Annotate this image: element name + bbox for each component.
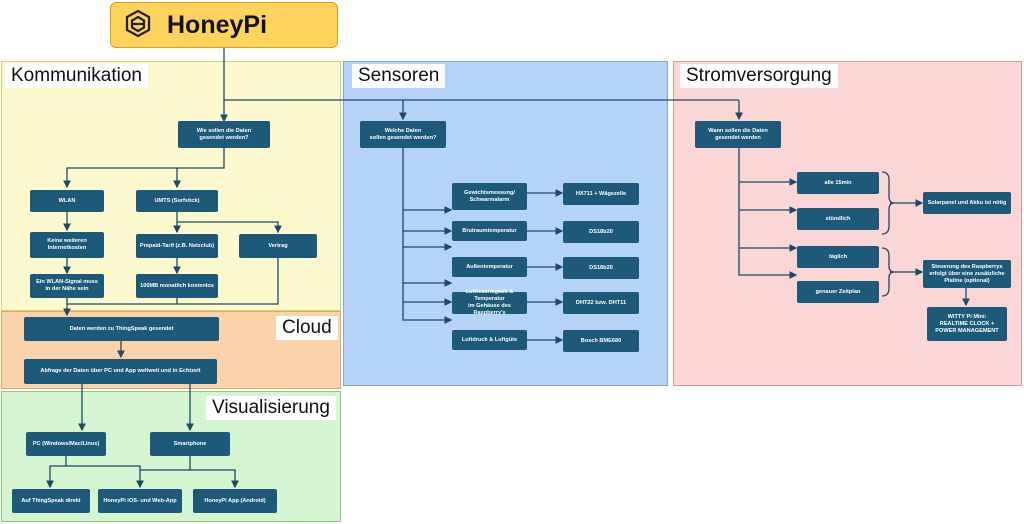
thingspeak-node: Daten werden zu ThingSpeak gesendet	[24, 317, 219, 341]
pc-node: PC (Windows/Mac/Linux)	[26, 432, 106, 456]
region-title-kommunikation: Kommunikation	[5, 64, 148, 88]
luftdruck-node: Luftdruck & Luftgüte	[452, 330, 527, 350]
min15-node: alle 15min	[797, 172, 879, 194]
wlan-node: WLAN	[30, 190, 104, 212]
umts-node: UMTS (Surfstick)	[136, 190, 218, 212]
ios-web-node: HoneyPi iOS- und Web-App	[98, 489, 182, 513]
region-title-stromversorgung: Stromversorgung	[680, 64, 838, 88]
taeglich-node: täglich	[797, 246, 879, 268]
gewicht-node: Gewichtsmessung/ Schwarmalarm	[452, 183, 527, 210]
dht-node: DHT22 bzw. DHT11	[563, 292, 639, 314]
bosch-node: Bosch BME680	[563, 330, 639, 352]
solar-node: Solarpanel und Akku ist nötig	[923, 192, 1011, 214]
steuerung-node: Steuerung des Raspberrys erfolgt über ei…	[923, 260, 1011, 288]
sensor-question-node: Welche Daten sollen gesendet werden?	[360, 121, 446, 148]
region-title-cloud: Cloud	[276, 316, 338, 340]
ts-direkt-node: Auf ThingSpeak direkt	[12, 489, 90, 513]
ds18b20-node-2: DS18b20	[563, 257, 639, 279]
stuendlich-node: stündlich	[797, 208, 879, 230]
honeypi-title: HoneyPi	[167, 10, 268, 39]
abfrage-node: Abfrage der Daten über PC und App weltwe…	[24, 359, 217, 384]
smartphone-node: Smartphone	[150, 432, 230, 456]
region-kommunikation	[1, 61, 341, 311]
aussen-node: Außentemperatur	[452, 257, 527, 277]
brutraum-node: Brutraumtemperatur	[452, 221, 527, 241]
ds18b20-node-1: DS18b20	[563, 221, 639, 243]
luft-node: Luftfeuchtigkeit & Temperatur im Gehäuse…	[452, 289, 527, 316]
honeypi-header: HoneyPi	[110, 2, 338, 48]
region-title-visualisierung: Visualisierung	[206, 396, 336, 420]
komm-question-node: Wie sollen die Daten gesendet werden?	[178, 121, 270, 148]
strom-question-node: Wann sollen die Daten gesendet werden	[695, 121, 781, 148]
hx711-node: HX711 + Wägezelle	[563, 183, 639, 205]
vertrag-node: Vertrag	[239, 234, 317, 258]
android-node: HoneyPi App (Android)	[193, 489, 277, 513]
honeycomb-logo-icon	[125, 9, 151, 38]
prepaid-node: Prepaid-Tarif (z.B. Netzclub)	[136, 234, 218, 258]
region-title-sensoren: Sensoren	[352, 64, 446, 88]
keine-kosten-node: Keine weiteren Internetkosten	[30, 232, 104, 258]
zeitplan-node: genauer Zeitplan	[797, 281, 879, 303]
mb-free-node: 100MB monatlich kostenlos	[136, 274, 218, 298]
wlan-signal-node: Ein WLAN-Signal muss in der Nähe sein	[30, 274, 104, 298]
witty-node: WITTY Pi Mini: REALTIME CLOCK + POWER MA…	[927, 307, 1007, 341]
